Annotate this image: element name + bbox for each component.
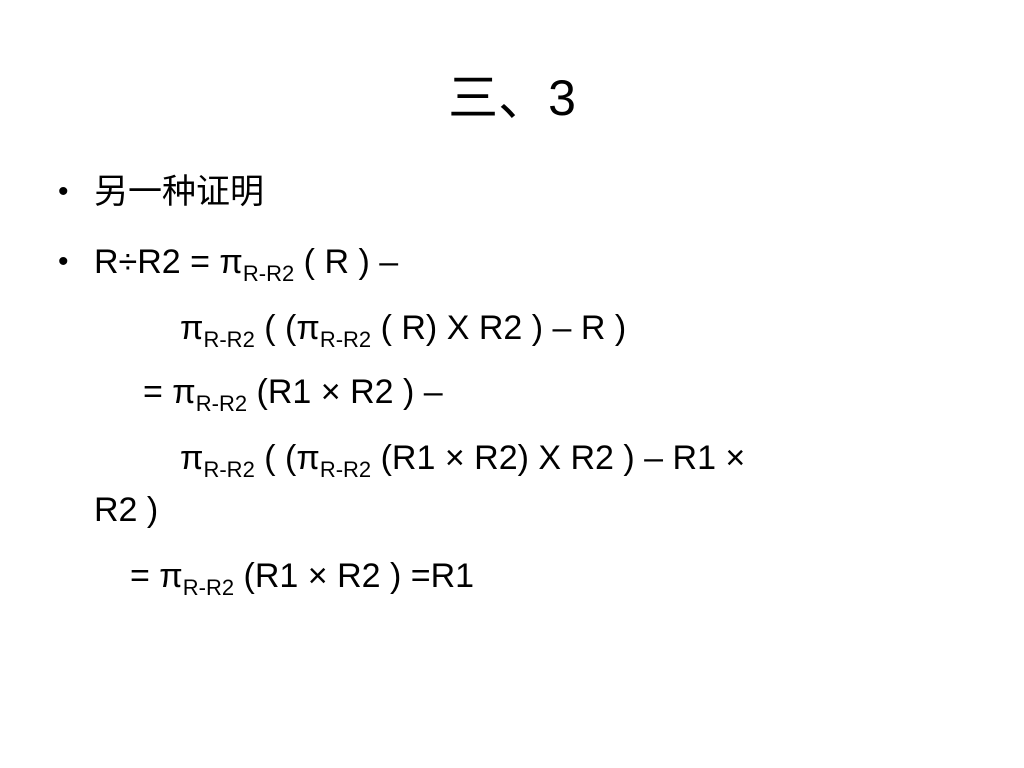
formula-line-1-head: R÷R2 = π: [94, 243, 243, 281]
formula-line-1-subscript: R-R2: [242, 261, 295, 286]
bullet-marker-1: •: [58, 175, 69, 208]
formula-line-2-subscript-1: R-R2: [203, 327, 255, 352]
formula-line-6-subscript-1: R-R2: [182, 575, 235, 600]
title-number: 3: [548, 70, 576, 126]
formula-line-5-part-1: R2 ): [94, 491, 159, 529]
formula-line-3-part-2: (R1 × R2 ) –: [247, 373, 443, 411]
formula-line-3-part-1: = π: [143, 373, 196, 411]
formula-line-1-tail: ( R ) –: [294, 243, 399, 281]
formula-line-3: = πR-R2 (R1 × R2 ) –: [143, 372, 443, 415]
formula-line-4: πR-R2 ( (πR-R2 (R1 × R2) X R2 ) – R1 ×: [180, 438, 746, 481]
formula-line-6-part-2: (R1 × R2 ) =R1: [234, 557, 475, 595]
formula-line-4-part-3: (R1 × R2) X R2 ) – R1 ×: [371, 439, 746, 477]
bullet-marker-2: •: [58, 245, 69, 278]
formula-line-6-part-1: = π: [130, 557, 183, 595]
formula-line-2-part-2: ( (π: [254, 309, 320, 347]
formula-line-2-part-3: ( R) X R2 ) – R ): [371, 309, 627, 347]
title-prefix: 三、: [448, 69, 549, 127]
formula-line-3-subscript-1: R-R2: [195, 391, 248, 416]
formula-line-2: πR-R2 ( (πR-R2 ( R) X R2 ) – R ): [180, 308, 627, 351]
formula-line-5: R2 ): [94, 490, 158, 530]
formula-line-2-subscript-2: R-R2: [319, 327, 372, 352]
formula-line-4-part-1: π: [180, 439, 204, 477]
formula-line-1: R÷R2 = πR-R2 ( R ) –: [94, 242, 399, 285]
formula-line-4-part-2: ( (π: [254, 439, 320, 477]
formula-line-4-subscript-1: R-R2: [203, 457, 255, 482]
slide-title: 三、3: [0, 66, 1024, 130]
formula-line-6: = πR-R2 (R1 × R2 ) =R1: [130, 556, 475, 599]
formula-line-2-part-1: π: [180, 309, 204, 347]
formula-line-4-subscript-2: R-R2: [319, 457, 372, 482]
bullet-text-1: 另一种证明: [94, 172, 264, 212]
